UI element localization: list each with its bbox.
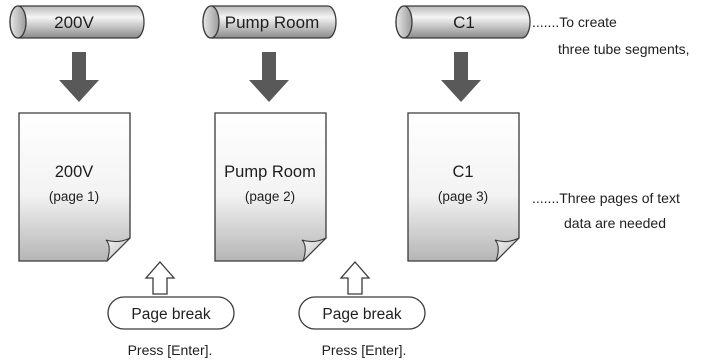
down-arrow-2: [249, 52, 289, 102]
tube-segment-1: 200V: [9, 5, 145, 39]
tube-label-2: Pump Room: [225, 13, 319, 32]
press-enter-1: Press [Enter].: [128, 342, 213, 358]
page-subtitle-1: (page 1): [49, 189, 99, 204]
page-2: Pump Room (page 2): [214, 112, 327, 262]
down-arrow-3: [441, 52, 481, 102]
tube-segment-3: C1: [395, 5, 531, 39]
pages-note-line-1: .......Three pages of text: [532, 190, 680, 206]
page-break-key-2: [298, 296, 426, 330]
tube-label-3: C1: [453, 13, 475, 32]
tube-label-1: 200V: [54, 13, 94, 32]
down-arrow-1: [59, 52, 99, 102]
page-1: 200V (page 1): [18, 112, 131, 262]
page-break-1: Page break Press [Enter].: [107, 261, 235, 358]
page-subtitle-2: (page 2): [245, 189, 295, 204]
pages-note-line-2: data are needed: [564, 215, 666, 231]
up-arrow-2: [339, 261, 371, 295]
up-arrow-1: [144, 261, 176, 295]
page-subtitle-3: (page 3): [438, 189, 488, 204]
page-break-label-2: Page break: [322, 306, 402, 323]
press-enter-2: Press [Enter].: [322, 342, 407, 358]
tube-segment-2: Pump Room: [202, 5, 337, 39]
page-break-label-1: Page break: [131, 306, 211, 323]
page-title-3: C1: [452, 163, 473, 181]
page-break-2: Page break Press [Enter].: [298, 261, 426, 358]
tube-note-line-1: .......To create: [532, 14, 617, 30]
page-title-1: 200V: [55, 163, 94, 181]
page-3: C1 (page 3): [407, 112, 520, 262]
page-title-2: Pump Room: [224, 163, 316, 181]
tube-note-line-2: three tube segments,: [558, 41, 690, 57]
page-break-key-1: [107, 296, 235, 330]
